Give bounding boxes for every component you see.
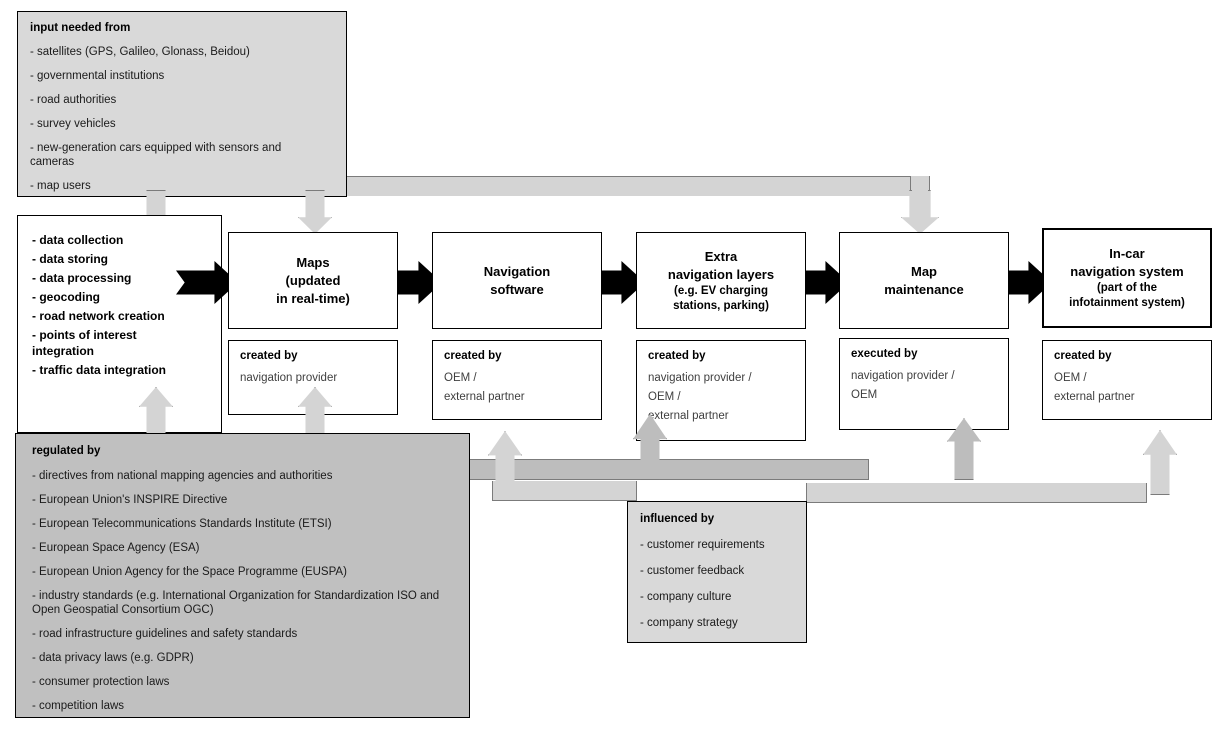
stage-title-line: Map (910, 263, 937, 279)
data-process-box: - data collection - data storing - data … (17, 215, 222, 433)
input-needed-item: - road authorities (30, 94, 117, 106)
stage-role-extra-navigation-layers: created by navigation provider / OEM / e… (636, 340, 806, 441)
input-needed-item: - survey vehicles (30, 118, 116, 130)
process-item: - geocoding (32, 290, 100, 304)
stage-box-navigation-software: Navigation software (432, 232, 602, 329)
role-label: created by (648, 350, 706, 362)
stage-title-line: Maps (296, 254, 330, 270)
influenced-connector-right (806, 483, 1147, 503)
regulated-by-item: - competition laws (32, 700, 125, 712)
role-value: OEM (851, 389, 878, 401)
influenced-connector-left (492, 481, 637, 501)
regulated-by-item: - European Union Agency for the Space Pr… (32, 566, 347, 578)
stage-box-in-car-navigation-system: In-car navigation system (part of the in… (1042, 228, 1212, 328)
role-value: OEM / (1054, 372, 1087, 384)
stage-box-extra-navigation-layers: Extra navigation layers (e.g. EV chargin… (636, 232, 806, 329)
regulated-by-item: - European Union's INSPIRE Directive (32, 494, 228, 506)
stage-role-navigation-software: created by OEM / external partner (432, 340, 602, 420)
stage-title-line: (part of the (1096, 282, 1158, 294)
stage-title-line: in real-time) (276, 290, 350, 306)
feedback-arrow-top-cover (912, 177, 928, 205)
role-label: created by (444, 350, 502, 362)
stage-title-line: software (490, 281, 544, 297)
stage-box-map-maintenance: Map maintenance (839, 232, 1009, 329)
stage-title-line: infotainment system) (1069, 297, 1185, 309)
regulated-by-item: - data privacy laws (e.g. GDPR) (32, 652, 194, 664)
regulated-by-item: - European Space Agency (ESA) (32, 542, 200, 554)
stage-title-line: maintenance (884, 281, 964, 297)
process-item: - points of interest integration (32, 328, 137, 358)
process-item: - data collection (32, 233, 124, 247)
process-item: - data processing (32, 271, 132, 285)
stage-title-line: Extra (704, 248, 738, 264)
stage-title-line: Navigation (483, 263, 551, 279)
role-value: navigation provider / (851, 370, 955, 382)
stage-title-line: (e.g. EV charging (674, 284, 768, 297)
role-value: navigation provider (240, 372, 338, 384)
influenced-by-item: - customer feedback (640, 565, 745, 577)
role-value: OEM / (648, 391, 681, 403)
regulated-by-item: - consumer protection laws (32, 676, 170, 688)
input-needed-item: - governmental institutions (30, 70, 165, 82)
regulated-connector-bar (460, 459, 869, 480)
process-item: - traffic data integration (32, 363, 167, 377)
stage-title-line: stations, parking) (673, 299, 769, 312)
role-value: external partner (1054, 391, 1135, 403)
role-value: external partner (444, 391, 525, 403)
role-value: navigation provider / (648, 372, 752, 384)
input-needed-title: input needed from (30, 22, 131, 34)
input-needed-box: input needed from - satellites (GPS, Gal… (17, 11, 347, 197)
influenced-by-box: influenced by - customer requirements - … (627, 501, 807, 643)
stage-role-map-maintenance: executed by navigation provider / OEM (839, 338, 1009, 430)
input-needed-item: - map users (30, 180, 91, 192)
regulated-by-box: regulated by - directives from national … (15, 433, 470, 718)
stage-title-line: (updated (285, 272, 341, 288)
feedback-arrow-top-horizontal (333, 176, 930, 196)
input-needed-item: - new-generation cars equipped with sens… (30, 142, 282, 168)
regulated-by-title: regulated by (32, 445, 101, 457)
regulated-by-item: - road infrastructure guidelines and saf… (32, 628, 298, 640)
stage-box-maps: Maps (updated in real-time) (228, 232, 398, 329)
regulated-by-item: - industry standards (e.g. International… (32, 590, 440, 616)
role-value: external partner (648, 410, 729, 422)
regulated-by-item: - directives from national mapping agenc… (32, 470, 333, 482)
process-item: - data storing (32, 252, 109, 266)
influenced-by-item: - company strategy (640, 617, 738, 629)
regulated-arrow-to-incar-role (1143, 430, 1177, 495)
role-label: created by (1054, 350, 1112, 362)
role-value: OEM / (444, 372, 477, 384)
influenced-by-item: - company culture (640, 591, 732, 603)
influenced-by-item: - customer requirements (640, 539, 765, 551)
regulated-by-item: - European Telecommunications Standards … (32, 518, 332, 530)
stage-title-line: In-car (1109, 246, 1145, 261)
input-needed-item: - satellites (GPS, Galileo, Glonass, Bei… (30, 46, 250, 58)
influenced-by-title: influenced by (640, 513, 715, 525)
stage-role-in-car-navigation-system: created by OEM / external partner (1042, 340, 1212, 420)
role-label: created by (240, 350, 298, 362)
process-item: - road network creation (32, 309, 165, 323)
stage-title-line: navigation layers (667, 266, 775, 282)
role-label: executed by (851, 348, 918, 360)
stage-title-line: navigation system (1070, 264, 1184, 279)
